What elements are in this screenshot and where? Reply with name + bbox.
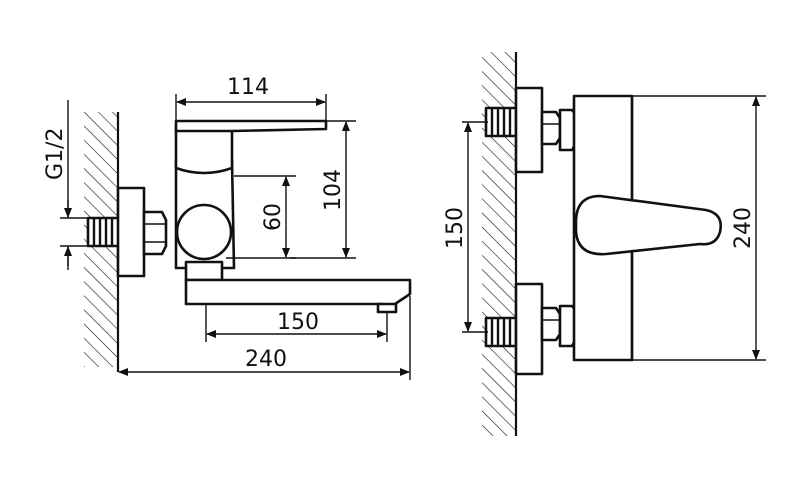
dim-240-height: 240: [632, 95, 766, 361]
dim-150-reach: 150: [205, 304, 388, 342]
dim-240-total: 240: [118, 296, 411, 380]
thread-dimension: G1/2: [43, 100, 88, 270]
dim-60-label: 60: [261, 203, 286, 231]
lever-handle: [174, 119, 328, 133]
wall-flange: [116, 186, 146, 278]
dim-150-spacing: 150: [443, 121, 488, 333]
dim-114: 114: [175, 75, 327, 121]
dim-240-height-label: 240: [731, 207, 756, 249]
side-boss: [175, 203, 233, 261]
dim-60: 60: [226, 175, 296, 259]
cartridge-head: [174, 124, 234, 175]
dim-114-label: 114: [227, 75, 269, 100]
spout: [184, 278, 412, 308]
aerator: [376, 302, 398, 314]
side-view: G1/2 114 104 60 150: [43, 75, 412, 380]
thread-label: G1/2: [43, 128, 68, 180]
spout-connector: [184, 260, 224, 282]
dim-240-total-label: 240: [245, 347, 287, 372]
dim-104-label: 104: [321, 169, 346, 211]
front-lever: [574, 194, 722, 256]
dim-150-spacing-label: 150: [443, 207, 468, 249]
dim-150-reach-label: 150: [277, 310, 319, 335]
eccentric-nut: [142, 210, 168, 256]
dim-104: 104: [290, 120, 356, 259]
front-view: 150 240: [443, 52, 766, 436]
threaded-inlet: [86, 216, 122, 248]
